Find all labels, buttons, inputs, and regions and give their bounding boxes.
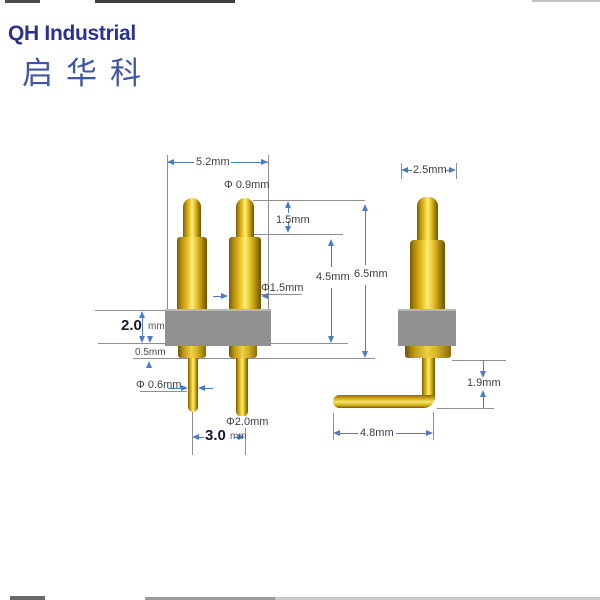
- dim-line: [331, 288, 332, 336]
- dim-arrow-down: [328, 336, 334, 343]
- construction-line-tail-bottom: [437, 408, 494, 409]
- dim-label-plunger-exposed: 1.5mm: [276, 214, 310, 226]
- company-logo-chinese: 启华科: [22, 56, 154, 92]
- dim-arrow-right: [221, 293, 228, 299]
- dim-line: [407, 170, 412, 171]
- dim-line: [365, 210, 366, 265]
- pogo-pin1-barrel: [177, 237, 207, 310]
- right-pin-tail-horizontal: [333, 395, 435, 408]
- dim-arrow-left: [192, 434, 199, 440]
- dim-label-height-above-board: 4.5mm: [316, 271, 350, 283]
- dim-label-pitch: 3.0: [205, 427, 226, 444]
- dim-arrow-left: [167, 159, 174, 165]
- crop-artifact: [532, 0, 600, 2]
- pogo-pin1-plunger: [183, 198, 201, 240]
- insulator-block: [165, 309, 271, 346]
- extension-line-tail-left: [333, 413, 334, 440]
- construction-line-collar-bottom: [133, 358, 375, 359]
- extension-line-tail1: [192, 412, 193, 455]
- pogo-pin2-plunger: [236, 198, 254, 240]
- crop-artifact: [10, 596, 45, 600]
- dim-label-base-thickness: 2.0: [121, 317, 142, 334]
- dim-label-collar-height: 0.5mm: [135, 347, 166, 358]
- extension-line-left: [167, 155, 168, 310]
- construction-line-pin-tip: [253, 200, 365, 201]
- dim-arrow-left: [198, 385, 205, 391]
- dim-line-width: [167, 162, 194, 163]
- dim-label-bend-height: 1.9mm: [467, 377, 501, 389]
- dim-line: [198, 437, 204, 438]
- dim-arrow-right: [238, 434, 245, 440]
- right-pin-plunger: [417, 197, 438, 243]
- dim-arrow-up: [146, 361, 152, 368]
- pin2-solder-tail: [236, 358, 248, 417]
- dim-line: [288, 221, 289, 227]
- pogo-pin2-barrel: [229, 237, 261, 310]
- dim-label-tail-dia: Φ 0.6mm: [136, 379, 182, 391]
- dim-arrow-down: [285, 226, 291, 233]
- extension-line-tail2: [245, 417, 246, 455]
- dim-label-total-height: 6.5mm: [354, 268, 388, 280]
- dim-unit-pitch: mm: [230, 431, 247, 442]
- dim-line: [168, 388, 182, 389]
- dim-line: [142, 317, 143, 337]
- dim-arrow-left: [333, 430, 340, 436]
- dim-line: [205, 388, 213, 389]
- dim-arrow-up: [362, 204, 368, 211]
- dim-arrow-right: [449, 167, 456, 173]
- company-logo-text: QH Industrial: [8, 22, 136, 45]
- dim-line: [483, 360, 484, 372]
- extension-tick-right: [456, 163, 457, 179]
- pin2-solder-collar: [229, 346, 257, 358]
- underline-phi15: [258, 294, 302, 295]
- dim-line: [339, 433, 358, 434]
- right-pin-barrel: [410, 240, 445, 310]
- pin1-solder-tail: [188, 358, 198, 412]
- dim-label-tail-length: 4.8mm: [360, 427, 394, 439]
- crop-artifact: [95, 0, 235, 3]
- dim-label-collar-dia: Φ2.0mm: [225, 416, 270, 428]
- dim-arrow-down: [139, 336, 145, 343]
- construction-line-barrel-top: [253, 234, 343, 235]
- dim-label-barrel-dia: Φ1.5mm: [261, 282, 304, 294]
- dim-arrow-right: [261, 159, 268, 165]
- construction-line-flange-bottom: [452, 360, 506, 361]
- right-insulator-block: [398, 309, 456, 346]
- dim-arrow-up: [139, 311, 145, 318]
- extension-line-tail-right: [433, 412, 434, 440]
- dim-line: [288, 207, 289, 213]
- right-pin-flange: [405, 346, 451, 358]
- dim-line: [396, 433, 427, 434]
- dim-arrow-down: [362, 351, 368, 358]
- dim-arrow-up: [328, 239, 334, 246]
- extension-line-right: [268, 155, 269, 310]
- dim-arrow-down: [147, 336, 153, 343]
- dim-unit-base-thickness: mm: [148, 321, 165, 332]
- dim-arrow-down: [480, 371, 486, 378]
- dim-arrow-left: [401, 167, 408, 173]
- dim-line: [365, 285, 366, 351]
- dim-line: [213, 296, 222, 297]
- dim-arrow-right: [181, 385, 188, 391]
- dim-line: [445, 170, 450, 171]
- dim-arrow-up: [480, 390, 486, 397]
- dim-arrow-up: [285, 201, 291, 208]
- crop-artifact: [5, 0, 40, 3]
- dim-label-plunger-dia: Φ 0.9mm: [224, 179, 270, 191]
- dim-line-width: [231, 162, 268, 163]
- underline-phi06: [140, 391, 187, 392]
- dim-arrow-right: [426, 430, 433, 436]
- dim-label-body-width: 5.2mm: [196, 156, 230, 168]
- dim-arrow-left: [261, 293, 268, 299]
- dim-line: [234, 437, 239, 438]
- dim-line: [483, 396, 484, 408]
- crop-artifact: [145, 597, 275, 600]
- right-pin-tail-vertical: [422, 358, 435, 400]
- crop-artifact: [275, 597, 600, 600]
- dim-label-right-width: 2.5mm: [413, 164, 447, 176]
- pin1-solder-collar: [178, 346, 206, 358]
- dim-line: [331, 245, 332, 267]
